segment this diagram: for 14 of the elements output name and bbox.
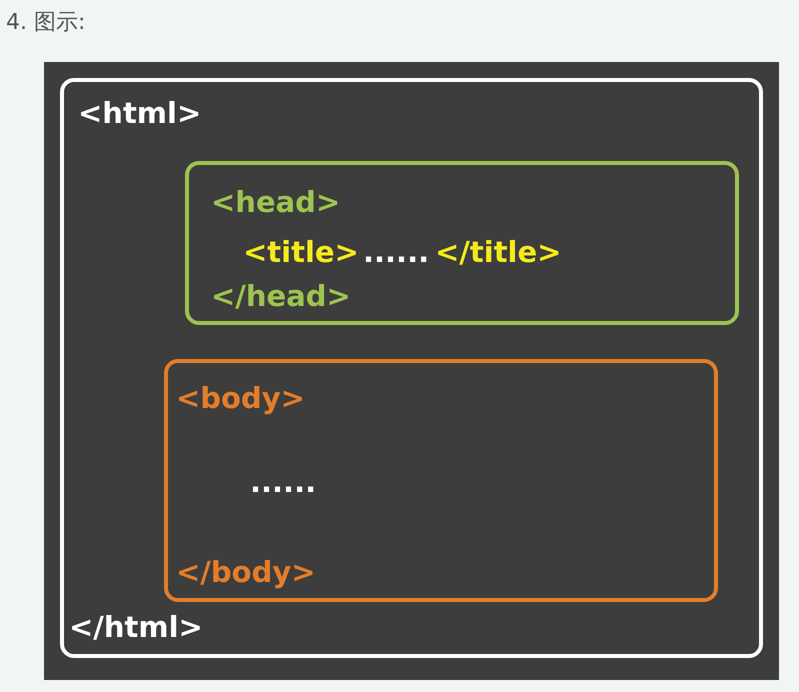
tag-text: ...... [363, 235, 430, 269]
tag-box [164, 359, 718, 602]
tag-text: </html> [69, 610, 203, 644]
tag-text: <body> [176, 381, 305, 415]
tag-text: ...... [250, 465, 316, 499]
tag-text: </body> [176, 555, 316, 589]
tag-text: <html> [78, 96, 202, 130]
tag-text: </head> [211, 279, 351, 313]
tag-box [60, 78, 763, 658]
tag-text: <title> [243, 235, 359, 269]
tag-text: </title> [435, 235, 562, 269]
tag-box [185, 161, 739, 325]
tag-text: <head> [211, 185, 340, 219]
heading: 4. 图示: [6, 9, 86, 37]
